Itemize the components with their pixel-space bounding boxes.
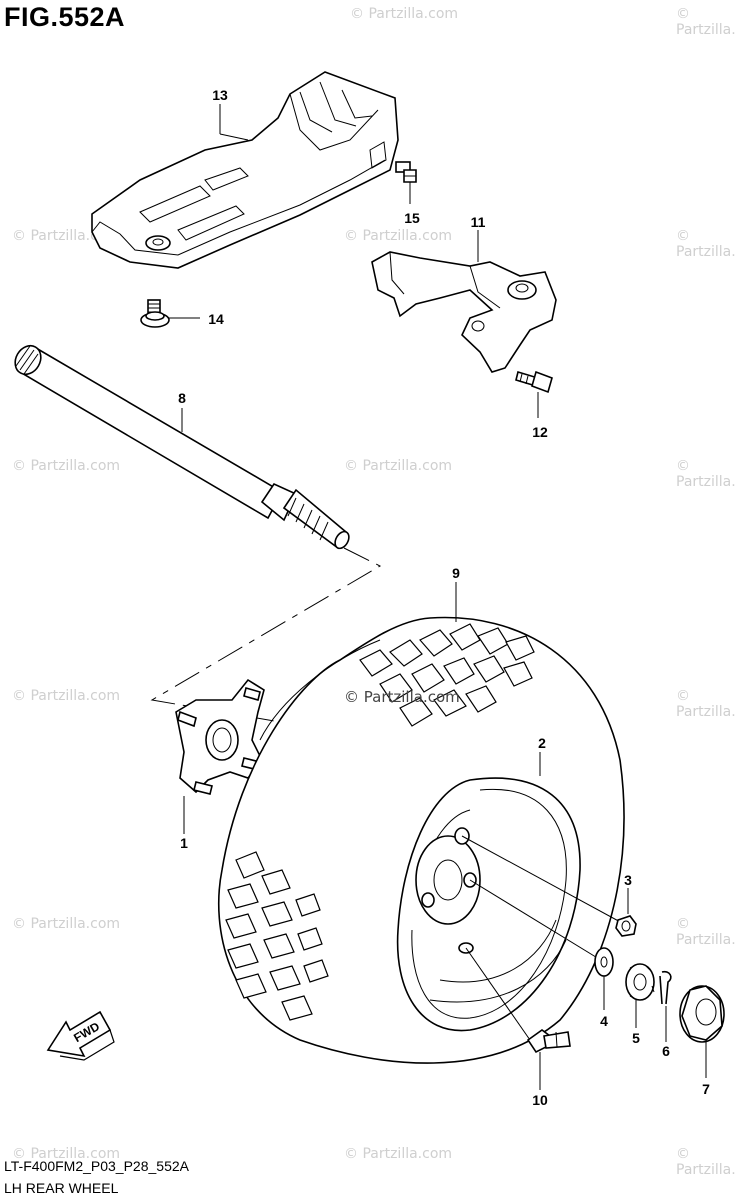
part-8-axle — [14, 344, 350, 550]
watermark: © Partzilla.com — [12, 458, 121, 474]
watermark: © Partzilla.com — [676, 458, 736, 490]
part-1-hub — [175, 678, 265, 795]
part-6-cotter-pin — [659, 970, 672, 1005]
watermark: © Partzilla.com — [676, 1146, 736, 1178]
callout-1: 1 — [180, 835, 188, 851]
callout-10: 10 — [532, 1092, 548, 1108]
watermark: © Partzilla.com — [676, 228, 736, 260]
watermark: © Partzilla.com — [676, 688, 736, 720]
watermark: © Partzilla.com — [676, 6, 736, 38]
watermark: © Partzilla.com — [344, 228, 453, 244]
figure-caption: LH REAR WHEEL — [4, 1180, 119, 1196]
part-3-nut — [615, 915, 637, 937]
watermark: © Partzilla.com — [344, 458, 453, 474]
part-15-bolt — [395, 161, 417, 183]
hardware-guide-lines — [461, 835, 625, 1041]
callout-3: 3 — [624, 872, 632, 888]
watermark: © Partzilla.com — [676, 916, 736, 948]
callout-14: 14 — [208, 311, 224, 327]
tire-tread-top — [359, 623, 535, 727]
fwd-arrow-icon: FWD — [46, 1010, 115, 1061]
watermark: © Partzilla.com — [350, 6, 459, 22]
callout-9: 9 — [452, 565, 460, 581]
watermark: © Partzilla.com — [12, 688, 121, 704]
part-11-bracket — [371, 251, 557, 373]
figure-code: LT-F400FM2_P03_P28_552A — [4, 1158, 189, 1174]
part-13-guard — [91, 71, 399, 269]
callout-15: 15 — [404, 210, 420, 226]
callout-7: 7 — [702, 1081, 710, 1097]
part-14-bolt — [140, 299, 170, 328]
part-7-cap — [679, 985, 725, 1043]
callout-12: 12 — [532, 424, 548, 440]
callout-6: 6 — [662, 1043, 670, 1059]
rim-lug-holes — [421, 827, 477, 954]
watermark: © Partzilla.com — [12, 916, 121, 932]
callout-13: 13 — [212, 87, 228, 103]
callout-2: 2 — [538, 735, 546, 751]
hub-studs — [177, 687, 261, 795]
part-4-washer — [594, 947, 614, 977]
callout-8: 8 — [178, 390, 186, 406]
tire-watermark: © Partzilla.com — [344, 688, 460, 706]
watermark: © Partzilla.com — [12, 1146, 121, 1162]
tire-tread-side — [225, 851, 329, 1021]
watermark: © Partzilla.com — [344, 1146, 453, 1162]
part-12-bolt — [515, 370, 553, 394]
callout-5: 5 — [632, 1030, 640, 1046]
figure-title: FIG.552A — [4, 2, 126, 32]
callout-leaders — [168, 104, 707, 1090]
part-5-castle-nut — [625, 963, 655, 1001]
part-10-valve-stem — [526, 1029, 571, 1054]
callout-11: 11 — [470, 214, 486, 230]
callout-4: 4 — [600, 1013, 608, 1029]
part-2-rim — [396, 777, 581, 1032]
